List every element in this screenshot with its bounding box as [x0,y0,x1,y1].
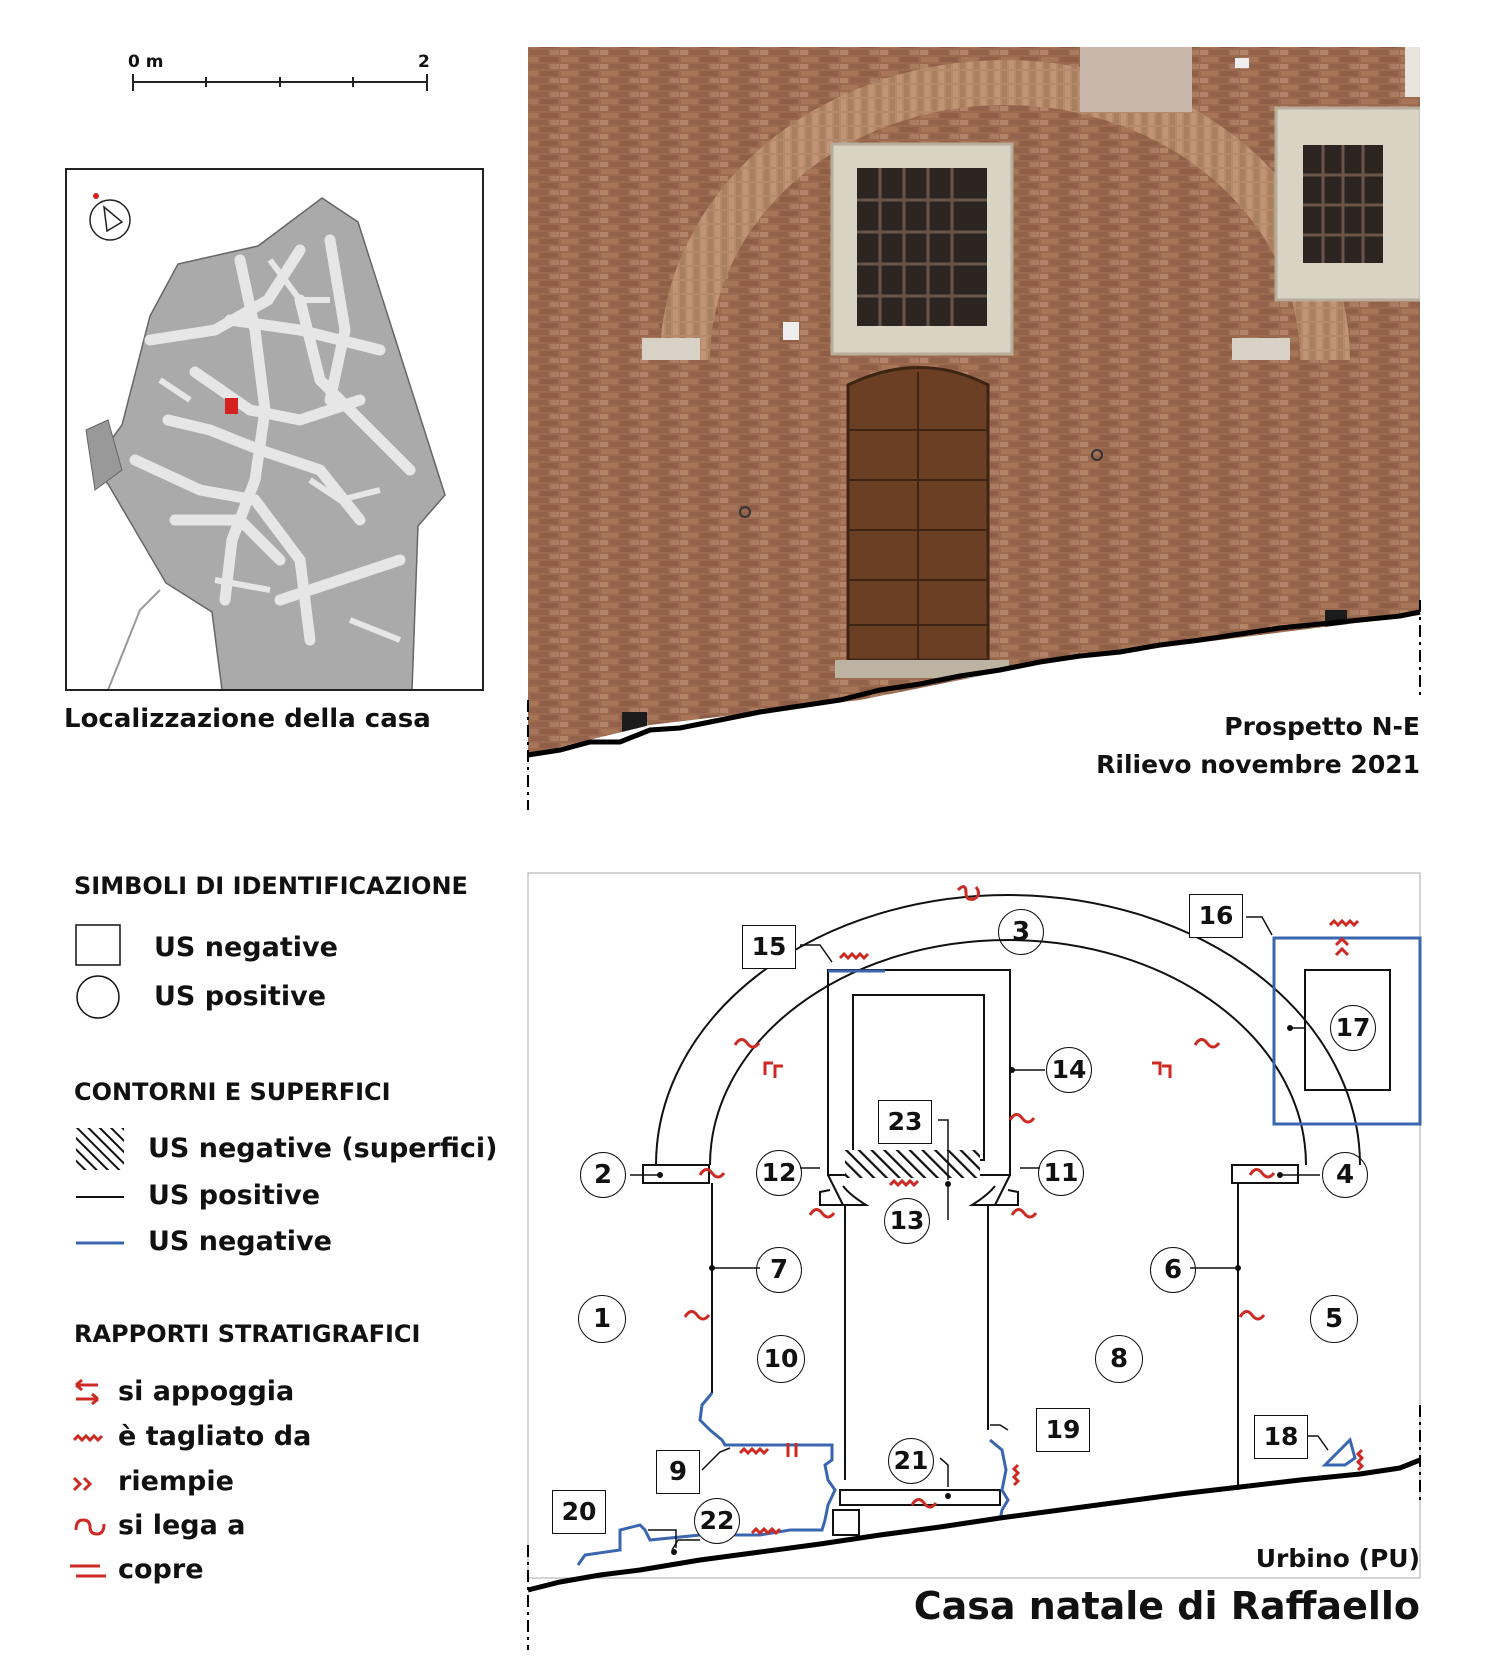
fresco-panel [1080,47,1192,112]
unit-22: 22 [694,1498,740,1544]
unit-10: 10 [757,1335,805,1383]
legend-identification-title: SIMBOLI DI IDENTIFICAZIONE [74,872,468,900]
unit-18-mark [1321,1437,1357,1467]
facade-photo [527,47,1421,810]
unit-18: 18 [1254,1415,1308,1459]
photo-window-grille [857,168,987,326]
unit-16: 16 [1189,894,1243,938]
legend-contours-title: CONTORNI E SUPERFICI [74,1078,391,1106]
unit-5: 5 [1310,1295,1358,1343]
scale-start-label: 0 m [128,52,164,72]
drawing-title: Casa natale di Raffaello [913,1584,1420,1628]
legend-us-negative-line: US negative [148,1226,332,1257]
legend-us-positive-line: US positive [148,1180,321,1211]
unit-17: 17 [1330,1005,1376,1051]
legend-relation-si-appoggia: si appoggia [118,1376,295,1407]
unit-4: 4 [1322,1152,1368,1198]
si-appoggia-icon [75,1378,99,1406]
unit-19: 19 [1036,1408,1090,1452]
unit-2: 2 [580,1152,626,1198]
legend-square-symbol [75,924,121,966]
unit-3: 3 [998,909,1044,955]
unit-12: 12 [756,1150,802,1196]
legend-relation-riempie: riempie [118,1466,234,1497]
unit-23: 23 [878,1100,932,1144]
scale-bar-graphic [132,74,428,91]
house-location-marker [225,398,238,414]
scale-end-label: 2 [418,52,430,72]
legend-hatch-symbol [76,1128,124,1170]
legend-relation-si-lega: si lega a [118,1510,246,1541]
legend-relation-copre: copre [118,1554,204,1585]
unit-21: 21 [888,1438,934,1484]
legend-us-positive: US positive [154,981,327,1012]
legend-circle-symbol [76,975,120,1019]
unit-1: 1 [578,1295,626,1343]
unit-6: 6 [1150,1247,1196,1293]
unit-11: 11 [1038,1150,1084,1196]
drawing-location: Urbino (PU) [1255,1544,1420,1573]
unit-8: 8 [1095,1335,1143,1383]
unit-7: 7 [756,1247,802,1293]
location-map [65,168,484,691]
location-map-caption: Localizzazione della casa [64,704,431,734]
unit-14: 14 [1046,1047,1092,1093]
riempie-icon [72,1476,93,1492]
legend-relations-title: RAPPORTI STRATIGRAFICI [74,1320,421,1348]
legend-symbols [70,924,124,1578]
si-lega-icon [74,1518,106,1536]
tagliato-icon [72,1433,104,1443]
photo-caption-view: Prospetto N-E [1224,712,1420,741]
legend-us-negative-surfaces: US negative (superfici) [148,1133,498,1164]
unit-23-hatch [845,1150,980,1178]
unit-9: 9 [656,1450,700,1494]
legend-relation-tagliato: è tagliato da [118,1421,312,1452]
photo-caption-survey: Rilievo novembre 2021 [1096,750,1420,779]
copre-icon [70,1564,106,1578]
unit-20: 20 [552,1490,606,1534]
unit-13: 13 [884,1198,930,1244]
legend-us-negative: US negative [154,932,338,963]
unit-15: 15 [742,925,796,969]
